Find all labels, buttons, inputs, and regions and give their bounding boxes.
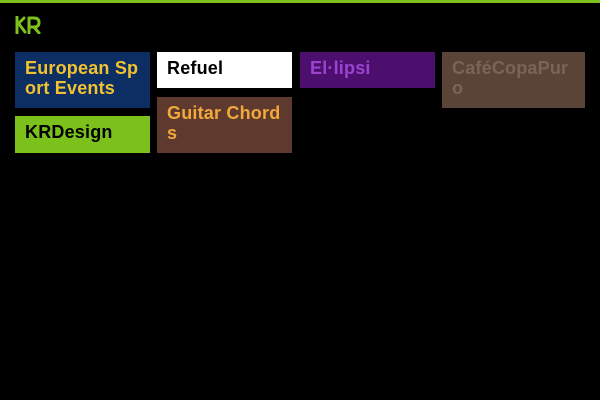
project-tile-label: Refuel (167, 58, 224, 78)
project-tile-krdesign[interactable]: KRDesign (15, 116, 150, 153)
project-tile-guitar-chords[interactable]: Guitar Chords (157, 97, 292, 153)
project-tile-refuel[interactable]: Refuel (157, 52, 292, 88)
project-tile-cafecopapuro[interactable]: CaféCopaPuro (442, 52, 585, 108)
project-tile-european-sport-events[interactable]: European Sport Events (15, 52, 150, 108)
project-tile-label: El·lipsi (310, 58, 371, 78)
project-tile-ellipsi[interactable]: El·lipsi (300, 52, 435, 88)
project-tile-label: KRDesign (25, 122, 113, 142)
project-tile-label: Guitar Chords (167, 103, 281, 143)
kr-logo-icon[interactable] (15, 16, 41, 34)
accent-top-bar (0, 0, 600, 3)
project-tile-label: CaféCopaPuro (452, 58, 569, 98)
project-tile-label: European Sport Events (25, 58, 139, 98)
